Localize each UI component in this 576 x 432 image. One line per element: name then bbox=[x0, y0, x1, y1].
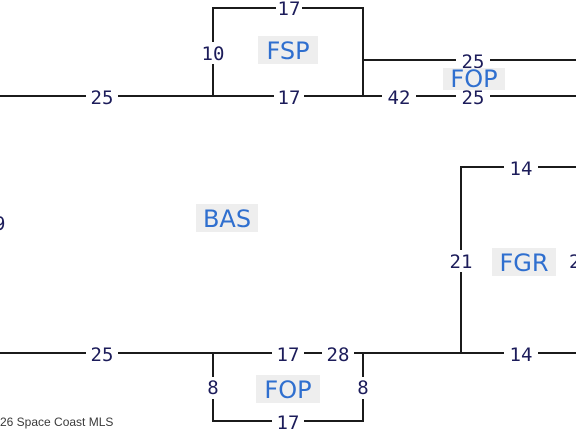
dim-fop-bottom-bottom: 17 bbox=[277, 412, 300, 432]
dim-fgr-top: 14 bbox=[510, 158, 533, 180]
dim-fsp-bottom: 17 bbox=[278, 87, 301, 109]
dim-fop-top-upper: 25 bbox=[462, 51, 485, 73]
area-fgr-label: FGR bbox=[499, 249, 548, 277]
dim-bottom-middle-17: 17 bbox=[277, 344, 300, 366]
dim-fsp-left: 10 bbox=[202, 43, 225, 65]
dim-bottom-middle-28: 28 bbox=[327, 344, 350, 366]
copyright-text: 26 Space Coast MLS bbox=[0, 415, 113, 429]
dim-fsp-top: 17 bbox=[278, 0, 301, 20]
dim-fgr-right-partial: 2 bbox=[569, 251, 576, 273]
dim-fop-top-lower: 25 bbox=[462, 87, 485, 109]
area-fop-bottom-label: FOP bbox=[264, 376, 311, 404]
area-bas-label: BAS bbox=[203, 205, 251, 233]
dim-top-left-run: 25 bbox=[91, 87, 114, 109]
area-fop-top-label: FOP bbox=[450, 65, 497, 93]
dim-fgr-left: 21 bbox=[450, 251, 473, 273]
dim-fop-bottom-left: 8 bbox=[207, 377, 218, 399]
dim-bottom-left-run: 25 bbox=[91, 344, 114, 366]
dim-top-middle-run: 42 bbox=[388, 87, 411, 109]
dim-left-edge-partial: 9 bbox=[0, 213, 5, 235]
dim-fop-bottom-right: 8 bbox=[357, 377, 368, 399]
area-labels: FSP FOP BAS FGR FOP bbox=[196, 36, 556, 404]
dim-fgr-bottom: 14 bbox=[510, 344, 533, 366]
area-fsp-label: FSP bbox=[266, 37, 309, 65]
